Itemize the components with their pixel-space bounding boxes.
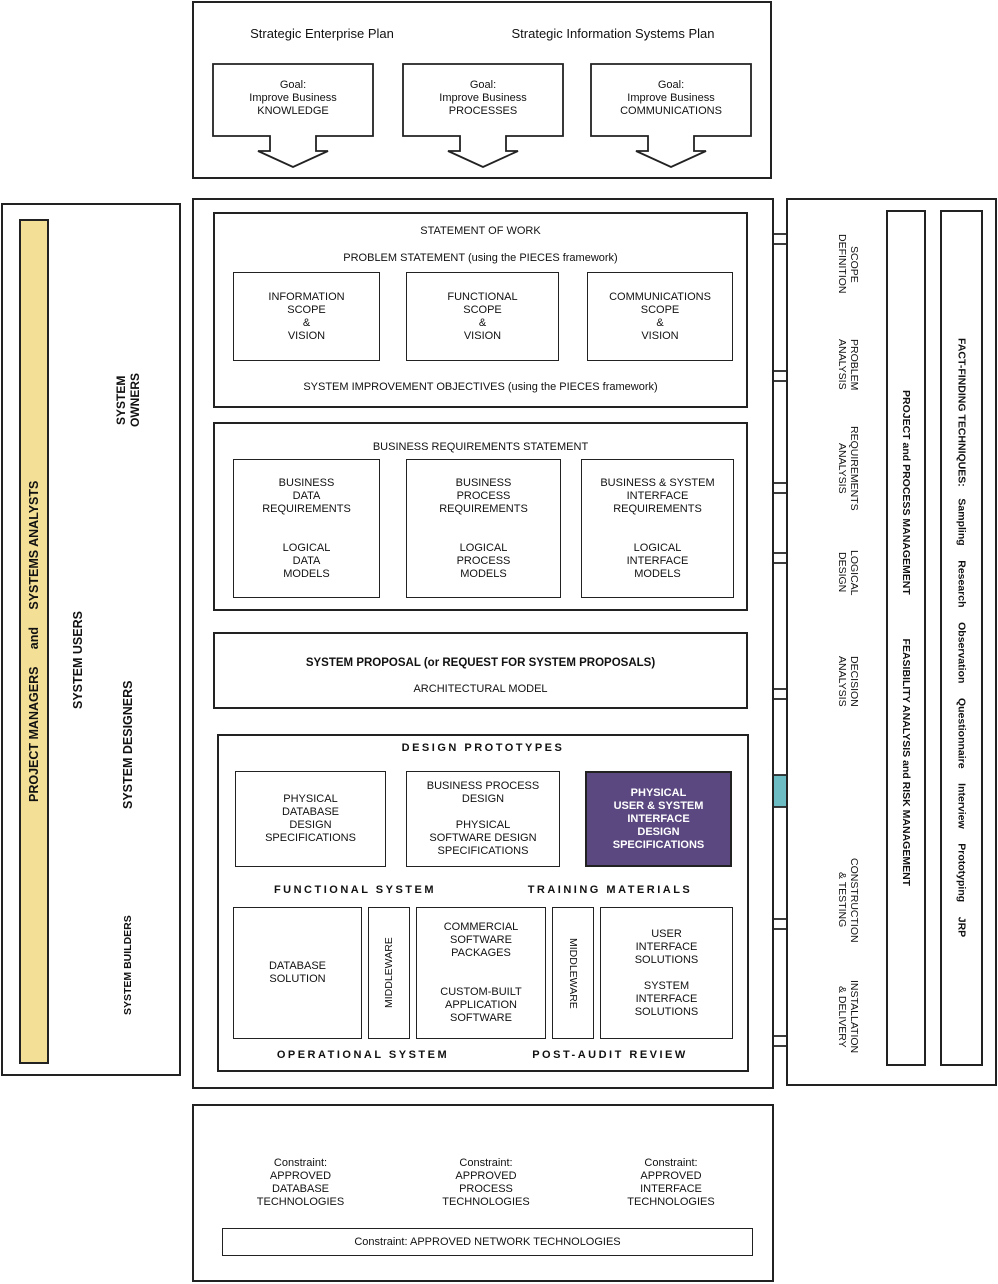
functional-system-label: FUNCTIONAL SYSTEM bbox=[273, 884, 437, 896]
middleware-text-1: MIDDLEWARE bbox=[383, 937, 395, 1009]
data-requirements-box: BUSINESS DATA REQUIREMENTS LOGICAL DATA … bbox=[233, 459, 380, 598]
interface-solution-text: USER INTERFACE SOLUTIONS SYSTEM INTERFAC… bbox=[634, 927, 699, 1018]
problem-statement: PROBLEM STATEMENT (using the PIECES fram… bbox=[343, 252, 618, 264]
phase-logical-design: LOGICAL DESIGN bbox=[836, 549, 860, 596]
information-scope-box: INFORMATION SCOPE & VISION bbox=[233, 272, 380, 361]
process-requirements-box: BUSINESS PROCESS REQUIREMENTS LOGICAL PR… bbox=[406, 459, 561, 598]
project-management-text: PROJECT and PROCESS MANAGEMENT FEASIBILI… bbox=[900, 389, 912, 887]
functional-scope-text: FUNCTIONAL SCOPE & VISION bbox=[447, 290, 518, 342]
statement-of-work-title: STATEMENT OF WORK bbox=[420, 225, 541, 237]
data-requirements-text: BUSINESS DATA REQUIREMENTS LOGICAL DATA … bbox=[262, 476, 351, 580]
phase-problem-analysis: PROBLEM ANALYSIS bbox=[836, 338, 860, 391]
business-requirements-title: BUSINESS REQUIREMENTS STATEMENT bbox=[372, 441, 589, 453]
pm-analysts-label: PROJECT MANAGERS and SYSTEMS ANALYSTS bbox=[27, 480, 41, 803]
goal-arrow-2 bbox=[402, 63, 564, 168]
database-solution-text: DATABASE SOLUTION bbox=[268, 960, 327, 985]
system-builders-label: SYSTEM BUILDERS bbox=[122, 915, 134, 1015]
phase-scope-definition: SCOPE DEFINITION bbox=[836, 234, 860, 294]
software-design-spec-text: BUSINESS PROCESS DESIGN PHYSICAL SOFTWAR… bbox=[426, 780, 540, 857]
database-design-spec-box: PHYSICAL DATABASE DESIGN SPECIFICATIONS bbox=[235, 771, 386, 867]
system-proposal-title: SYSTEM PROPOSAL (or REQUEST FOR SYSTEM P… bbox=[305, 657, 656, 669]
phase-installation-delivery: INSTALLATION & DELIVERY bbox=[836, 979, 860, 1054]
design-prototypes-title: DESIGN PROTOTYPES bbox=[401, 742, 565, 754]
fact-finding-bar: FACT-FINDING TECHNIQUES: Sampling Resear… bbox=[940, 210, 983, 1066]
middleware-text-2: MIDDLEWARE bbox=[567, 937, 579, 1009]
pm-analysts-bar: PROJECT MANAGERS and SYSTEMS ANALYSTS bbox=[19, 219, 49, 1064]
interface-requirements-box: BUSINESS & SYSTEM INTERFACE REQUIREMENTS… bbox=[581, 459, 734, 598]
strategic-enterprise-plan-title: Strategic Enterprise Plan bbox=[250, 26, 394, 41]
system-designers-label: SYSTEM DESIGNERS bbox=[121, 680, 135, 810]
constraint-network-box: Constraint: APPROVED NETWORK TECHNOLOGIE… bbox=[222, 1228, 753, 1256]
communications-scope-box: COMMUNICATIONS SCOPE & VISION bbox=[587, 272, 733, 361]
goal-communications: Goal: Improve Business COMMUNICATIONS bbox=[620, 79, 722, 117]
system-owners-label: SYSTEM OWNERS bbox=[114, 373, 142, 427]
functional-scope-box: FUNCTIONAL SCOPE & VISION bbox=[406, 272, 559, 361]
phase-requirements-analysis: REQUIREMENTS ANALYSIS bbox=[836, 426, 860, 511]
goal-arrow-1 bbox=[212, 63, 374, 168]
interface-design-spec-text: PHYSICAL USER & SYSTEM INTERFACE DESIGN … bbox=[612, 786, 705, 851]
interface-requirements-text: BUSINESS & SYSTEM INTERFACE REQUIREMENTS… bbox=[600, 476, 715, 580]
improvement-objectives: SYSTEM IMPROVEMENT OBJECTIVES (using the… bbox=[303, 381, 658, 393]
database-solution-box: DATABASE SOLUTION bbox=[233, 907, 362, 1039]
middleware-box-2: MIDDLEWARE bbox=[552, 907, 594, 1039]
middleware-box-1: MIDDLEWARE bbox=[368, 907, 410, 1039]
strategic-is-plan-title: Strategic Information Systems Plan bbox=[511, 26, 715, 41]
training-materials-label: TRAINING MATERIALS bbox=[527, 884, 693, 896]
constraint-network-text: Constraint: APPROVED NETWORK TECHNOLOGIE… bbox=[354, 1235, 621, 1248]
constraint-process: Constraint: APPROVED PROCESS TECHNOLOGIE… bbox=[442, 1157, 530, 1208]
interface-design-spec-box: PHYSICAL USER & SYSTEM INTERFACE DESIGN … bbox=[585, 771, 732, 867]
system-proposal-box bbox=[213, 632, 748, 709]
constraint-interface: Constraint: APPROVED INTERFACE TECHNOLOG… bbox=[627, 1157, 715, 1208]
system-users-label: SYSTEM USERS bbox=[71, 611, 85, 709]
goal-arrow-3 bbox=[590, 63, 752, 168]
constraint-database: Constraint: APPROVED DATABASE TECHNOLOGI… bbox=[256, 1157, 345, 1208]
process-requirements-text: BUSINESS PROCESS REQUIREMENTS LOGICAL PR… bbox=[439, 476, 528, 580]
software-solution-text: COMMERCIAL SOFTWARE PACKAGES CUSTOM-BUIL… bbox=[440, 921, 522, 1024]
information-scope-text: INFORMATION SCOPE & VISION bbox=[268, 290, 345, 342]
post-audit-review-label: POST-AUDIT REVIEW bbox=[532, 1049, 688, 1061]
fact-finding-text: FACT-FINDING TECHNIQUES: Sampling Resear… bbox=[955, 338, 968, 938]
goal-knowledge: Goal: Improve Business KNOWLEDGE bbox=[249, 79, 337, 117]
database-design-spec-text: PHYSICAL DATABASE DESIGN SPECIFICATIONS bbox=[265, 793, 356, 844]
communications-scope-text: COMMUNICATIONS SCOPE & VISION bbox=[609, 290, 711, 342]
goal-processes: Goal: Improve Business PROCESSES bbox=[439, 79, 527, 117]
phase-decision-analysis: DECISION ANALYSIS bbox=[836, 655, 860, 707]
phase-construction-testing: CONSTRUCTION & TESTING bbox=[836, 857, 860, 943]
interface-solution-box: USER INTERFACE SOLUTIONS SYSTEM INTERFAC… bbox=[600, 907, 733, 1039]
project-management-bar: PROJECT and PROCESS MANAGEMENT FEASIBILI… bbox=[886, 210, 926, 1066]
phase-physical-design: PHYSICAL DESIGN bbox=[836, 763, 860, 815]
software-solution-box: COMMERCIAL SOFTWARE PACKAGES CUSTOM-BUIL… bbox=[416, 907, 546, 1039]
software-design-spec-box: BUSINESS PROCESS DESIGN PHYSICAL SOFTWAR… bbox=[406, 771, 560, 867]
operational-system-label: OPERATIONAL SYSTEM bbox=[276, 1049, 450, 1061]
architectural-model: ARCHITECTURAL MODEL bbox=[413, 683, 548, 695]
